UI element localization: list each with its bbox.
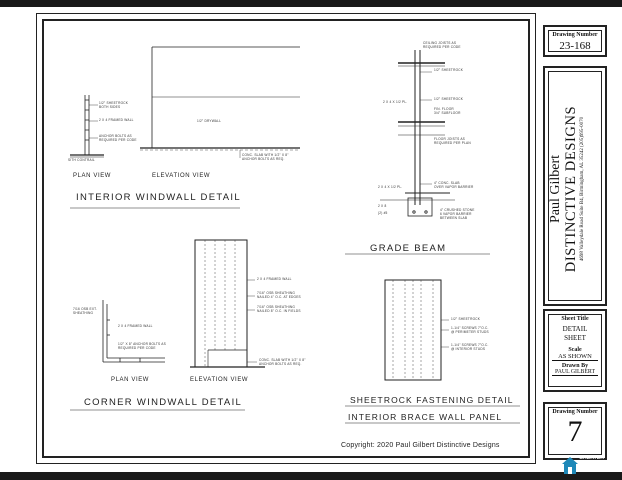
- note: 1/2" X 8" ANCHOR BOLTS AS: [118, 342, 166, 346]
- note: 2 X 4 FRAMED WALL: [257, 277, 292, 281]
- note: (2) #5: [378, 211, 388, 215]
- drawn-by-value: PAUL GILBERT: [552, 369, 598, 376]
- note: 6 VAPOR BARRIER: [440, 212, 472, 216]
- note: CEILING JOISTS AS: [423, 41, 457, 45]
- note: 2 X 8: [378, 204, 387, 208]
- company-name: DISTINCTIVE DESIGNS: [563, 105, 579, 273]
- note: ANCHOR BOLTS AS REQ.: [242, 157, 285, 161]
- sheetrock-fastening-title: SHEETROCK FASTENING DETAIL: [350, 395, 514, 405]
- note: 1/2" SHEETROCK: [451, 317, 481, 321]
- note: 1-1/4" SCREWS 7"O.C.: [451, 326, 489, 330]
- interior-plan-view-label: PLAN VIEW: [73, 173, 112, 179]
- sheet-title-line-1: DETAIL: [562, 325, 588, 333]
- house-icon: [562, 457, 578, 474]
- corner-plan-view-label: PLAN VIEW: [111, 377, 150, 383]
- note: @ INTERIOR STUDS: [451, 347, 486, 351]
- drawing-number-label: Drawing Number: [552, 32, 598, 38]
- note: REQUIRED PER CODE: [118, 346, 156, 350]
- note: 7/16 OSB EXT.: [73, 307, 98, 311]
- note: 2 X 4 X 1/2 PL.: [378, 185, 403, 189]
- corner-windwall-title: CORNER WINDWALL DETAIL: [84, 397, 243, 408]
- note: BOTH SIDES: [99, 105, 121, 109]
- note: NAILED 8" O.C. IN FIELDS: [257, 309, 301, 313]
- bottom-border-bar: [0, 472, 622, 480]
- interior-elevation-view-label: ELEVATION VIEW: [152, 173, 211, 179]
- corner-windwall-elevation-view: [190, 239, 265, 368]
- interior-brace-title: INTERIOR BRACE WALL PANEL: [348, 412, 503, 422]
- corner-elevation-view-label: ELEVATION VIEW: [190, 377, 249, 383]
- logo-line-3: MLS: [579, 466, 590, 473]
- logo-line-2: ALABAMA: [579, 460, 606, 467]
- sheet-number: 7: [567, 415, 583, 448]
- note: OVER VAPOR BARRIER: [434, 185, 474, 189]
- interior-windwall-elevation-view: [140, 46, 300, 158]
- drawn-by-label: Drawn By: [561, 363, 589, 369]
- note: 2 X 4 FRAMED WALL: [99, 118, 134, 122]
- note: FIN. FLOOR: [434, 107, 454, 111]
- company-address: 4698 Valleydale Road Suite B4, Birmingha…: [580, 116, 585, 262]
- sheet-number-box: Drawing Number 7: [543, 402, 607, 460]
- interior-windwall-title: INTERIOR WINDWALL DETAIL: [76, 192, 241, 203]
- note: 7/16" OSB SHEATHING: [257, 291, 295, 295]
- note: 1/2" SHEETROCK: [434, 68, 464, 72]
- copyright-note: Copyright: 2020 Paul Gilbert Distinctive…: [341, 442, 500, 449]
- note: 3/4" SUBFLOOR: [434, 111, 461, 115]
- grade-beam-title: GRADE BEAM: [370, 243, 447, 254]
- grade-beam-section: [380, 50, 455, 217]
- note: 7/16" OSB SHEATHING: [257, 305, 295, 309]
- note: 2 X 4 FRAMED WALL: [118, 324, 153, 328]
- scale-label: Scale: [568, 347, 582, 353]
- top-border-bar: [0, 0, 622, 7]
- note: 4" CONC. SLAB: [434, 181, 460, 185]
- note: 4" CRUSHED STONE: [440, 208, 475, 212]
- note: FLOOR JOISTS AS: [434, 137, 465, 141]
- note: ANCHOR BOLTS AS REQ.: [259, 362, 302, 366]
- drawing-number: 23-168: [559, 40, 591, 52]
- drawing-number-box: Drawing Number 23-168: [543, 25, 607, 57]
- drawing-frame-outer: [36, 13, 536, 464]
- sheet-number-label: Drawing Number: [552, 409, 598, 415]
- note: REQUIRED PER CODE: [99, 138, 137, 142]
- greater-alabama-mls-logo: GREATER ALABAMA MLS: [561, 454, 621, 478]
- sheet-title-line-2: SHEET: [564, 334, 586, 342]
- designer-name: Paul Gilbert: [548, 154, 563, 224]
- note: ANCHOR BOLTS AS: [99, 134, 132, 138]
- logo-line-1: GREATER: [579, 455, 604, 461]
- corner-windwall-plan-view: [102, 300, 165, 363]
- note: REQUIRED PER CODE: [423, 45, 461, 49]
- note: 1-1/4" SCREWS 7"O.C.: [451, 343, 489, 347]
- sheet-info-box: Sheet Title DETAIL SHEET Scale AS SHOWN …: [543, 309, 607, 392]
- note: 1/2" DRYWALL: [197, 119, 222, 123]
- scale-value: AS SHOWN: [552, 353, 598, 361]
- note: NAILED 4" O.C. AT EDGES: [257, 295, 301, 299]
- note: CONC. SLAB WITH 1/2" X 8": [259, 358, 306, 362]
- note: SHEATHING: [73, 311, 94, 315]
- note: CONC. SLAB WITH 1/2" X 8": [242, 153, 289, 157]
- interior-brace-wall-panel: [384, 279, 449, 381]
- company-rotated-text: Paul Gilbert DISTINCTIVE DESIGNS 4698 Va…: [548, 74, 606, 304]
- note: @ PERIMETER STUDS: [451, 330, 489, 334]
- note: REQUIRED PER PLAN: [434, 141, 471, 145]
- company-box: Paul Gilbert DISTINCTIVE DESIGNS 4698 Va…: [543, 66, 607, 306]
- interior-windwall-plan-view: [70, 95, 104, 158]
- note: SITH CONTRAIL: [68, 158, 95, 162]
- note: BETWEEN SLAB: [440, 216, 468, 220]
- note: 1/2" SHEETROCK: [434, 97, 464, 101]
- note: 2 X 4 X 1/2 PL.: [383, 100, 408, 104]
- note: 1/2" SHEETROCK: [99, 101, 129, 105]
- drawing-frame-inner: [42, 19, 530, 458]
- sheet-title-label: Sheet Title: [561, 316, 589, 322]
